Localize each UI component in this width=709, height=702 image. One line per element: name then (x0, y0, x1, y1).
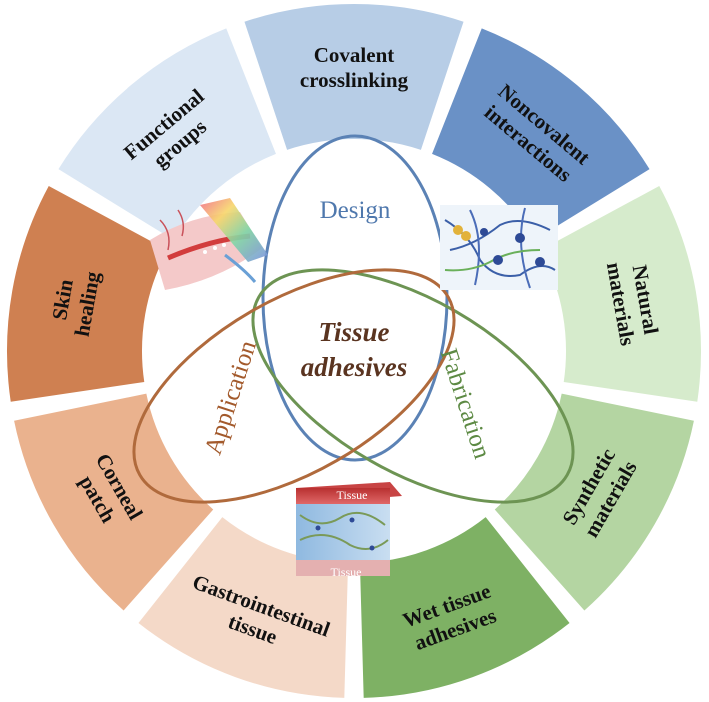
skin-wound-illustration (150, 198, 268, 290)
tissue-bottom-label: Tissue (331, 565, 362, 579)
application-label: Application (200, 337, 262, 458)
segment-label-line: Covalent (314, 43, 395, 67)
segment-synthetic (494, 393, 694, 611)
tissue-sandwich-illustration: Tissue Tissue (296, 482, 402, 579)
segment-gastro (138, 517, 349, 698)
segment-covalent (244, 4, 464, 150)
design-lobe (261, 134, 449, 462)
segment-natural (540, 185, 701, 402)
application-lobe (132, 268, 456, 504)
segment-skin (7, 185, 168, 402)
segment-label-line: crosslinking (300, 68, 409, 92)
segment-corneal (14, 393, 214, 611)
segment-noncovalent (432, 28, 650, 240)
venn-lobes (132, 134, 575, 504)
center-title-line1: Tissue (318, 317, 389, 347)
tissue-top-label: Tissue (337, 488, 368, 502)
fabrication-lobe (251, 268, 575, 504)
fabrication-label: Fabrication (435, 345, 496, 462)
center-title-line2: adhesives (301, 352, 407, 382)
segment-functional (58, 28, 276, 240)
polymer-network-illustration (440, 205, 558, 290)
design-label: Design (320, 197, 391, 224)
segment-wet (359, 517, 570, 698)
